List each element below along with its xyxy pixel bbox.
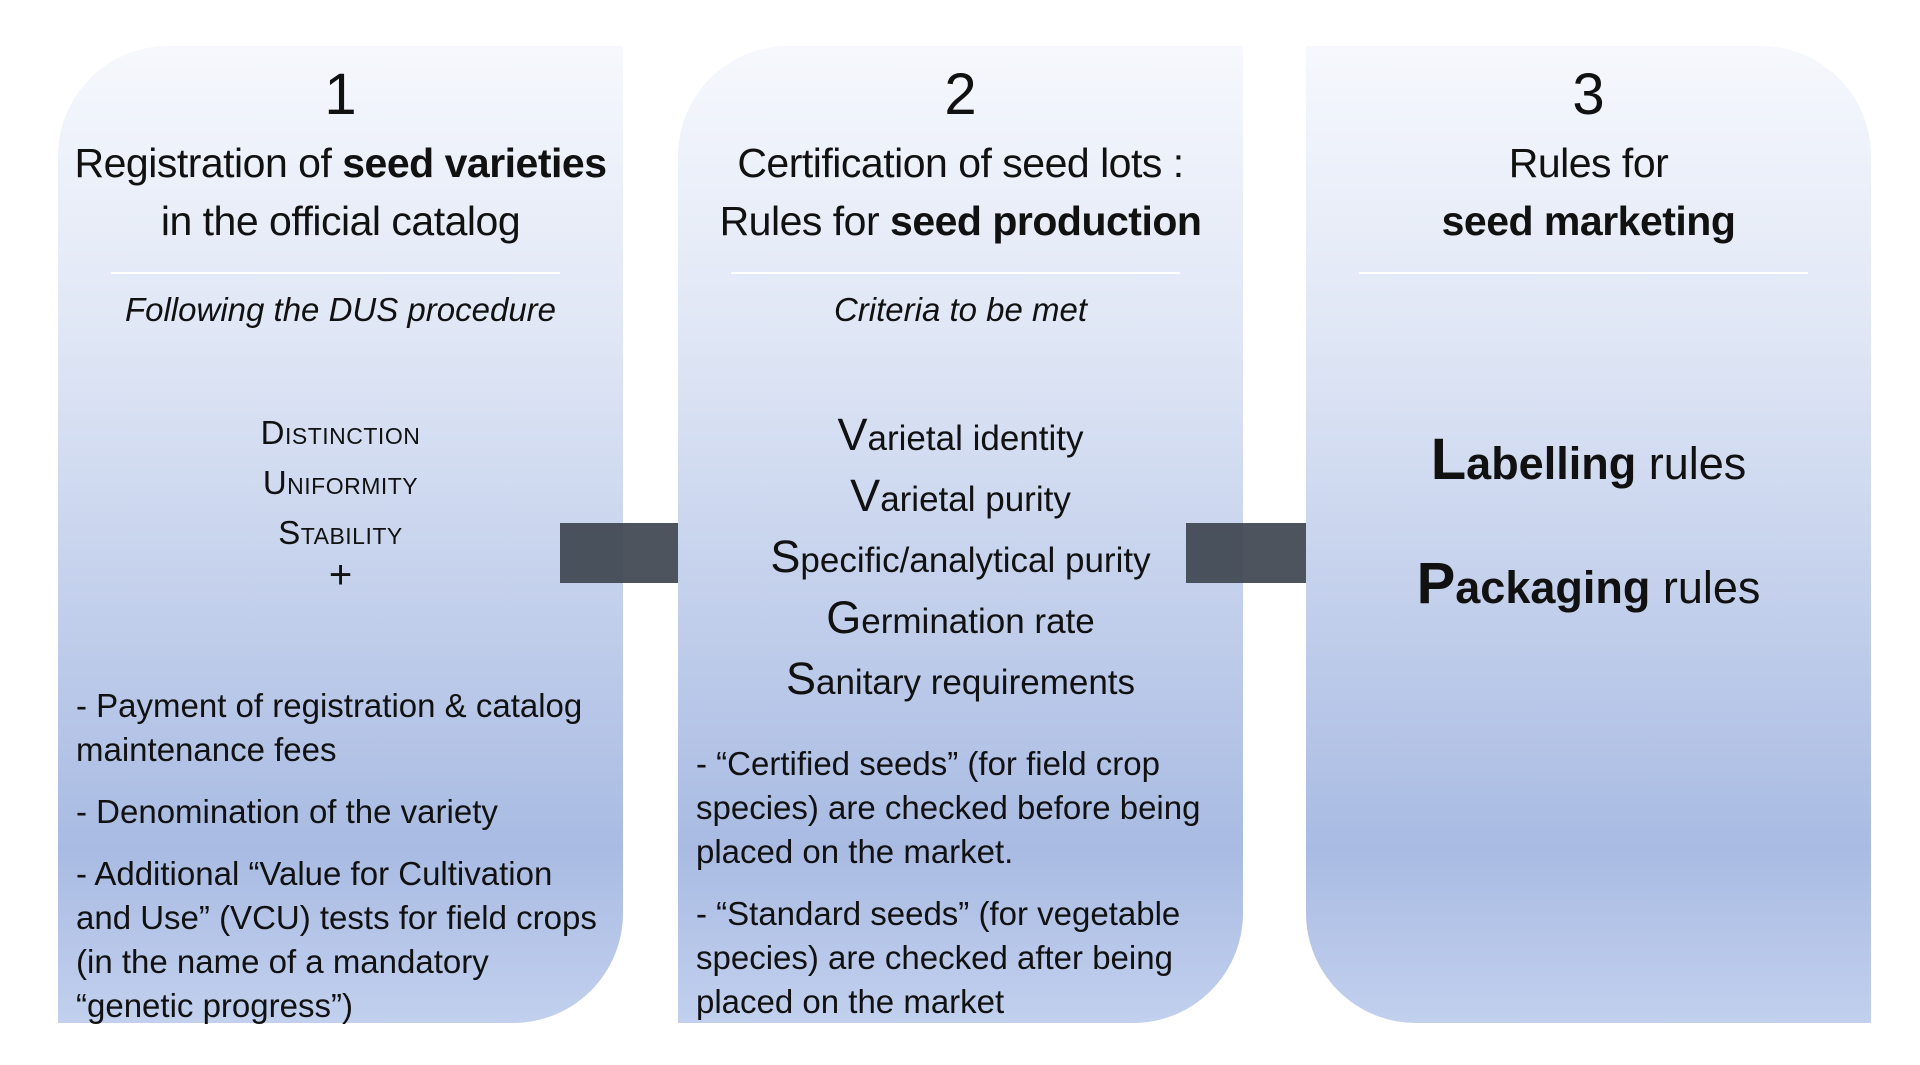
rule-initial: L (1430, 427, 1467, 492)
note-vcu: - Additional “Value for Cultivation and … (76, 855, 597, 1024)
step-title: Certification of seed lots : Rules for s… (688, 134, 1233, 250)
marketing-rules-list: Labelling rules Packaging rules (1306, 430, 1871, 678)
step-subtitle: Criteria to be met (833, 291, 1088, 328)
step-3-panel: 3 Rules for seed marketing Labelling rul… (1306, 46, 1871, 1023)
rule-plain-text: rules (1636, 438, 1747, 489)
title-bold: seed marketing (1441, 198, 1736, 244)
packaging-rules: Packaging rules (1306, 554, 1871, 618)
title-plain: Rules for (719, 198, 891, 244)
note-denomination: - Denomination of the variety (76, 793, 498, 830)
divider (111, 272, 560, 274)
rule-bold-text: abelling (1466, 438, 1637, 489)
criterion-text: anitary requirements (815, 663, 1136, 702)
step-notes: - “Certified seeds” (for field crop spec… (696, 742, 1225, 1042)
criterion-initial: S (770, 531, 801, 582)
step-2-panel: 2 Certification of seed lots : Rules for… (678, 46, 1243, 1023)
title-line-1: Certification of seed lots : (737, 140, 1184, 186)
criterion-varietal-purity: Varietal purity (678, 467, 1243, 528)
rule-bold-text: ackaging (1455, 562, 1651, 613)
step-title: Rules for seed marketing (1316, 134, 1861, 250)
step-notes: - Payment of registration & catalog main… (76, 684, 605, 1046)
title-line-2: in the official catalog (160, 198, 521, 244)
title-bold: seed varieties (342, 140, 607, 186)
step-number: 2 (944, 62, 977, 127)
divider (1359, 272, 1808, 274)
criterion-text: arietal identity (867, 419, 1084, 458)
criterion-distinction: Distinction (260, 414, 421, 451)
criterion-analytical-purity: Specific/analytical purity (678, 528, 1243, 589)
plus-sign: + (328, 553, 353, 597)
criterion-initial: S (785, 653, 816, 704)
criterion-initial: G (826, 592, 862, 643)
rule-plain-text: rules (1650, 562, 1761, 613)
title-bold: seed production (890, 198, 1202, 244)
criterion-sanitary: Sanitary requirements (678, 650, 1243, 711)
note-standard-seeds: - “Standard seeds” (for vegetable specie… (696, 895, 1181, 1020)
step-title: Registration of seed varieties in the of… (68, 134, 613, 250)
labelling-rules: Labelling rules (1306, 430, 1871, 494)
title-plain: Registration of (74, 140, 343, 186)
step-1-panel: 1 Registration of seed varieties in the … (58, 46, 623, 1024)
step-subtitle: Following the DUS procedure (124, 291, 557, 328)
rule-initial: P (1416, 551, 1456, 616)
title-line-1: Rules for (1508, 140, 1669, 186)
divider (731, 272, 1180, 274)
criterion-initial: V (850, 470, 881, 521)
criterion-uniformity: Uniformity (262, 464, 419, 501)
criterion-text: arietal purity (880, 480, 1071, 519)
criterion-germination-rate: Germination rate (678, 589, 1243, 650)
certification-criteria-list: Varietal identity Varietal purity Specif… (678, 406, 1243, 711)
criterion-initial: V (837, 409, 868, 460)
dus-criteria-list: Distinction Uniformity Stability (58, 408, 623, 558)
note-fees: - Payment of registration & catalog main… (76, 687, 583, 768)
note-certified-seeds: - “Certified seeds” (for field crop spec… (696, 745, 1201, 870)
criterion-varietal-identity: Varietal identity (678, 406, 1243, 467)
criterion-text: ermination rate (861, 602, 1095, 641)
step-number: 3 (1572, 62, 1605, 127)
criterion-text: pecific/analytical purity (800, 541, 1151, 580)
criterion-stability: Stability (278, 514, 403, 551)
step-number: 1 (324, 62, 357, 127)
